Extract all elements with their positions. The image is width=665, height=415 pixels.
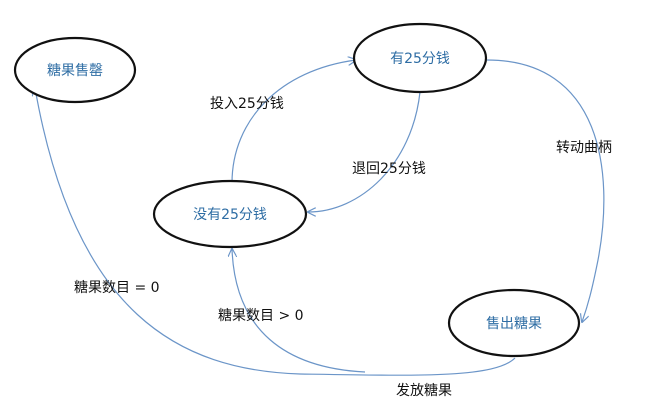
state-label-has-quarter: 有25分钱 [390,51,450,67]
edge-label-gumballs-positive: 糖果数目 > 0 [218,308,304,324]
edge-label-turn-crank: 转动曲柄 [556,140,612,156]
edge-turn-crank [486,59,605,322]
edge-dispense-to-sold-out [35,88,516,376]
edge-label-gumballs-zero: 糖果数目 = 0 [74,280,160,296]
state-label-sold: 售出糖果 [486,316,542,332]
state-node-has-quarter [352,22,488,94]
state-node-sold [447,288,581,358]
edge-dispense-to-no-quarter [232,249,366,373]
edge-eject-quarter [308,91,421,212]
state-node-sold-out [13,36,137,104]
edge-insert-quarter [231,60,356,184]
state-label-sold-out: 糖果售罄 [47,63,103,79]
state-label-no-quarter: 没有25分钱 [193,207,267,223]
edge-label-dispense: 发放糖果 [396,383,452,399]
edge-label-insert-quarter: 投入25分钱 [210,96,284,112]
state-node-no-quarter [152,179,308,249]
edge-label-eject-quarter: 退回25分钱 [352,161,426,177]
